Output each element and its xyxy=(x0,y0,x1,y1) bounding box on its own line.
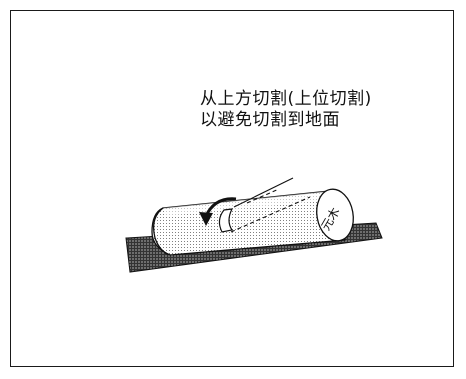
caption: 从上方切割(上位切割) 以避免切割到地面 xyxy=(200,89,372,131)
saw-guide-lines xyxy=(230,177,311,233)
log xyxy=(151,188,354,256)
figure-frame xyxy=(10,10,454,367)
caption-line-2: 以避免切割到地面 xyxy=(200,110,340,130)
saw-kerf xyxy=(218,208,234,233)
caption-line-1: 从上方切割(上位切割) xyxy=(200,89,372,109)
curved-arrow-icon xyxy=(199,197,237,226)
